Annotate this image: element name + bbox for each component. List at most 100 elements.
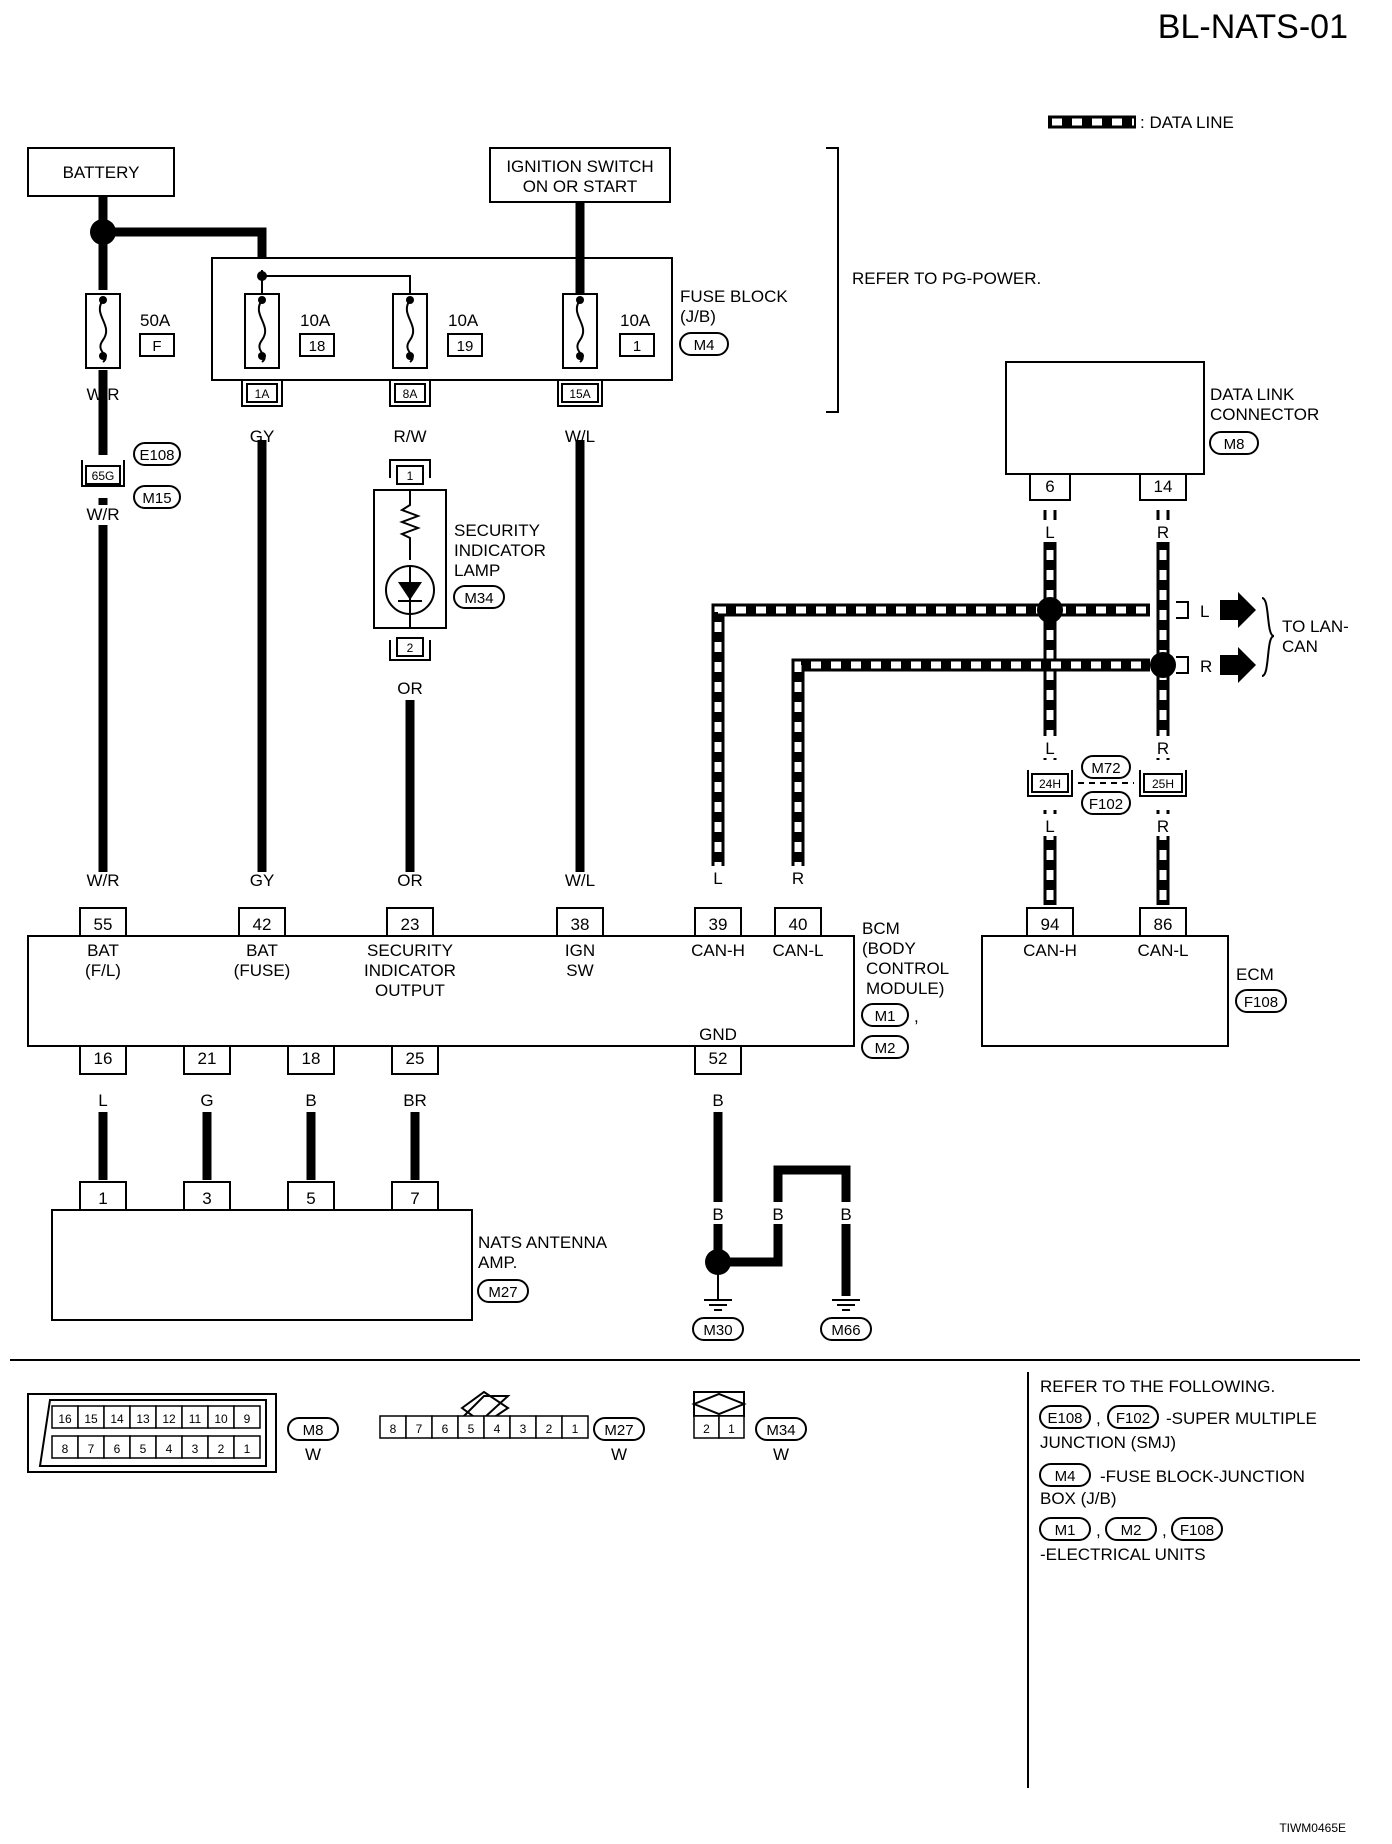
svg-text:W: W <box>773 1445 789 1464</box>
svg-text:REFER TO THE FOLLOWING.: REFER TO THE FOLLOWING. <box>1040 1377 1275 1396</box>
svg-text:5: 5 <box>306 1189 315 1208</box>
connector-m27-tag <box>477 1279 529 1303</box>
wire-label-b-gnd4: B <box>840 1205 851 1224</box>
wire-label-l-jc: L <box>1045 739 1054 758</box>
ignition-label-1: IGNITION SWITCH <box>506 157 653 176</box>
to-lan-label-2: CAN <box>1282 637 1318 656</box>
svg-text:M4: M4 <box>694 337 715 354</box>
m8-top-pin-number: 11 <box>189 1412 202 1426</box>
svg-text:F102: F102 <box>1089 796 1123 813</box>
m34-pin-number: 2 <box>703 1422 710 1436</box>
svg-text:M15: M15 <box>142 490 171 507</box>
svg-text:INDICATOR: INDICATOR <box>364 961 456 980</box>
bcm-box <box>27 935 855 1047</box>
fuse-10a-1: 10A 1 <box>562 293 655 369</box>
wire-label-b-nats: B <box>305 1091 316 1110</box>
svg-text:: DATA LINE: : DATA LINE <box>1140 113 1234 132</box>
data-link-connector <box>1005 361 1205 475</box>
svg-text:39: 39 <box>709 915 728 934</box>
svg-text:,: , <box>1096 1409 1101 1428</box>
dlc-label-1: DATA LINK <box>1210 385 1295 404</box>
svg-text:,: , <box>1096 1521 1101 1540</box>
m27-pin-number: 6 <box>442 1422 449 1436</box>
svg-text:7: 7 <box>410 1189 419 1208</box>
m8-bottom-pin-cell <box>233 1435 261 1459</box>
wire-label-r-ecm: R <box>1157 817 1169 836</box>
lamp-label-3: LAMP <box>454 561 500 580</box>
bcm-label-2: (BODY <box>862 939 916 958</box>
m8-bottom-pin-number: 3 <box>192 1442 199 1456</box>
joint-connector-24h-25h: 24H 25H M72 F102 <box>1027 755 1187 815</box>
svg-text:86: 86 <box>1154 915 1173 934</box>
battery-label: BATTERY <box>63 163 140 182</box>
wire-label-b-gnd: B <box>712 1091 723 1110</box>
svg-text:SECURITY: SECURITY <box>367 941 453 960</box>
security-indicator-lamp: 1 2 <box>373 459 447 661</box>
svg-text:OR: OR <box>397 871 423 890</box>
svg-text:M72: M72 <box>1091 760 1120 777</box>
m8-bottom-pin-number: 2 <box>218 1442 225 1456</box>
wire-label-wr-1: W/R <box>86 385 119 404</box>
svg-text:21: 21 <box>198 1049 217 1068</box>
fuse-pin-15a: 15A <box>557 380 603 407</box>
svg-text:L: L <box>1200 602 1209 621</box>
bcm-label-3: CONTROL <box>866 959 949 978</box>
svg-text:38: 38 <box>571 915 590 934</box>
refer-following-panel: REFER TO THE FOLLOWING. E108 , F102 -SUP… <box>1039 1377 1317 1564</box>
ecm-label: ECM <box>1236 965 1274 984</box>
svg-text:W/L: W/L <box>565 871 595 890</box>
wire-label-g: G <box>200 1091 213 1110</box>
m8-top-pin-number: 9 <box>244 1412 251 1426</box>
bcm-label-1: BCM <box>862 919 900 938</box>
svg-text:52: 52 <box>709 1049 728 1068</box>
m8-top-pin-number: 16 <box>58 1412 72 1426</box>
svg-text:SW: SW <box>566 961 593 980</box>
svg-text:1A: 1A <box>255 387 270 401</box>
svg-text:GND: GND <box>699 1025 737 1044</box>
svg-text:(F/L): (F/L) <box>85 961 121 980</box>
m8-bottom-pin-number: 5 <box>140 1442 147 1456</box>
svg-text:F108: F108 <box>1244 994 1278 1011</box>
svg-text:42: 42 <box>253 915 272 934</box>
svg-text:24H: 24H <box>1039 777 1061 791</box>
m27-pin-number: 5 <box>468 1422 475 1436</box>
svg-text:15A: 15A <box>569 387 590 401</box>
svg-text:GY: GY <box>250 871 275 890</box>
m27-pin-number: 1 <box>572 1422 579 1436</box>
svg-text:F102: F102 <box>1116 1410 1150 1427</box>
fuse-10a-19: 10A 19 <box>392 293 483 369</box>
nats-antenna-amp <box>51 1209 473 1321</box>
svg-text:W/R: W/R <box>86 505 119 524</box>
ground-symbol-m30: M30 <box>692 1272 744 1341</box>
svg-text:25: 25 <box>406 1049 425 1068</box>
wire-label-r-dlc: R <box>1157 523 1169 542</box>
svg-text:CAN-H: CAN-H <box>691 941 745 960</box>
lamp-label-2: INDICATOR <box>454 541 546 560</box>
svg-text:E108: E108 <box>1047 1410 1082 1427</box>
can-data-lines <box>711 510 1176 905</box>
svg-text:10A: 10A <box>620 311 651 330</box>
svg-text:-FUSE BLOCK-JUNCTION: -FUSE BLOCK-JUNCTION <box>1100 1467 1305 1486</box>
bcm-label-4: MODULE) <box>866 979 944 998</box>
wire-label-b-gnd3: B <box>772 1205 783 1224</box>
svg-text:14: 14 <box>1154 477 1173 496</box>
svg-text:E108: E108 <box>139 447 174 464</box>
wire-label-l-nats: L <box>98 1091 107 1110</box>
ground-junction <box>705 1249 731 1275</box>
svg-text:JUNCTION (SMJ): JUNCTION (SMJ) <box>1040 1433 1176 1452</box>
fuse-block-label-1: FUSE BLOCK <box>680 287 788 306</box>
m8-bottom-pin-number: 4 <box>166 1442 173 1456</box>
dlc-label-2: CONNECTOR <box>1210 405 1319 424</box>
m8-top-pin-number: 13 <box>136 1412 150 1426</box>
wire-label-l-ecm: L <box>1045 817 1054 836</box>
m8-bottom-pin-number: 6 <box>114 1442 121 1456</box>
m34-pin-number: 1 <box>728 1422 735 1436</box>
ignition-label-2: ON OR START <box>523 177 638 196</box>
wire-label-l-bcm: L <box>713 869 722 888</box>
fuse-pin-8a: 8A <box>389 380 431 407</box>
m8-top-pin-number: 12 <box>162 1412 176 1426</box>
diagram-title: BL-NATS-01 <box>1158 8 1348 46</box>
to-lan-arrows: L R <box>1176 592 1275 683</box>
fuse-block-label-2: (J/B) <box>680 307 716 326</box>
